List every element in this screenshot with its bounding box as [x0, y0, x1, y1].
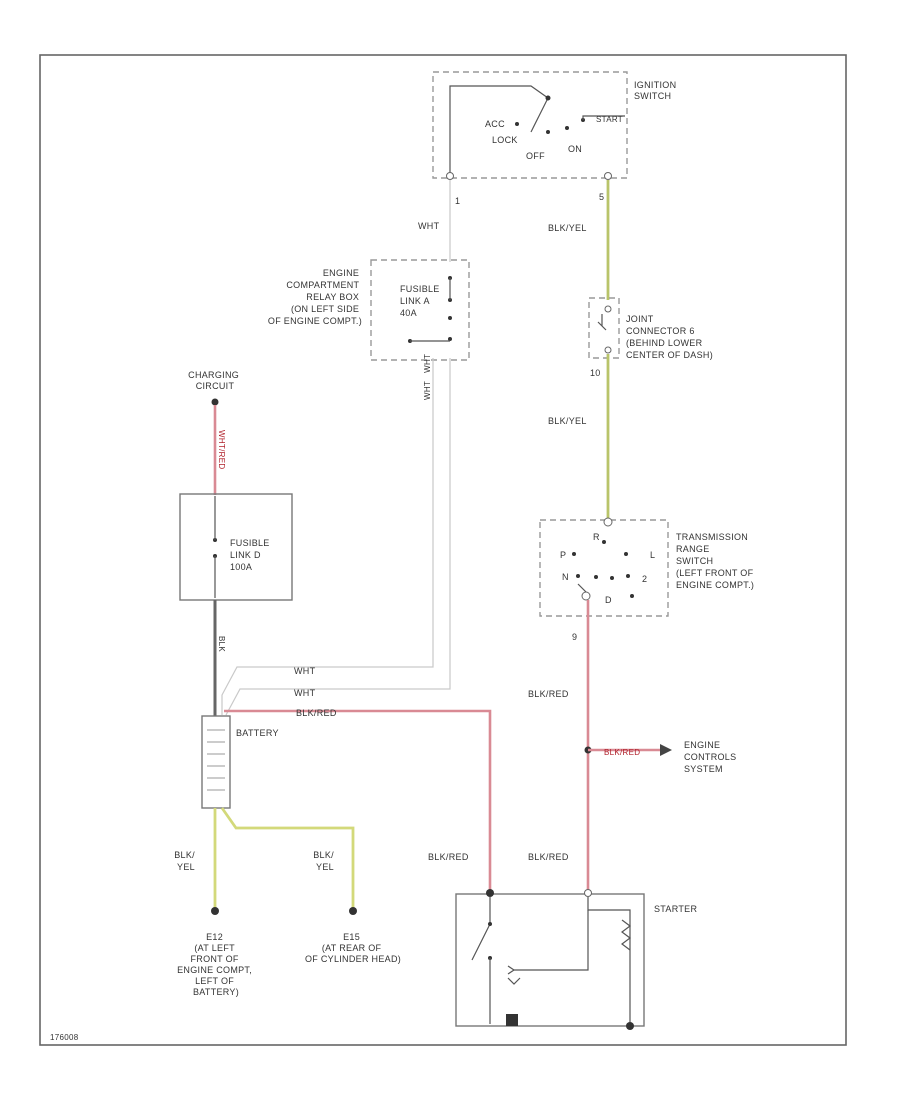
- lock-position-label: LOCK: [492, 135, 518, 145]
- wire-wht-relay-b: [225, 358, 451, 716]
- trs-pos-l: L: [650, 550, 655, 560]
- charging-circuit-terminal: [211, 398, 219, 406]
- starter-ground-block: [506, 1014, 518, 1026]
- trs-pin-9: 9: [572, 632, 577, 642]
- battery-label: BATTERY: [236, 728, 279, 738]
- wire-label-blk-red-ecs: BLK/RED: [604, 748, 640, 757]
- transmission-range-switch: P R N D L 2 TRANSMISSION RANGE SWITCH (L…: [539, 517, 756, 642]
- wire-label-blk-red-left: BLK/RED: [428, 852, 469, 862]
- joint-connector-label: JOINT CONNECTOR 6 (BEHIND LOWER CENTER O…: [626, 314, 713, 360]
- wire-label-blk-red-trs: BLK/RED: [528, 689, 569, 699]
- fusible-link-d: FUSIBLE LINK D 100A: [179, 493, 293, 601]
- wire-label-wht-top: WHT: [418, 221, 440, 231]
- wire-label-blk-yel-left: BLK/ YEL: [174, 850, 198, 872]
- charging-circuit-label: CHARGING CIRCUIT: [188, 370, 242, 391]
- engine-controls-label: ENGINE CONTROLS SYSTEM: [684, 740, 739, 774]
- wire-label-wht-red: WHT/RED: [217, 430, 226, 469]
- wire-label-blk: BLK: [217, 636, 226, 652]
- relay-box-label: ENGINE COMPARTMENT RELAY BOX (ON LEFT SI…: [268, 268, 362, 326]
- acc-position-label: ACC: [485, 119, 505, 129]
- joint-connector-6: JOINT CONNECTOR 6 (BEHIND LOWER CENTER O…: [588, 297, 713, 378]
- fusible-link-d-label: FUSIBLE LINK D 100A: [230, 538, 272, 572]
- transmission-range-label: TRANSMISSION RANGE SWITCH (LEFT FRONT OF…: [676, 532, 756, 590]
- trs-pos-n: N: [562, 572, 569, 582]
- trs-pos-2: 2: [642, 574, 647, 584]
- wire-blk-red-battery: [224, 709, 492, 890]
- engine-compartment-relay-box: ENGINE COMPARTMENT RELAY BOX (ON LEFT SI…: [268, 259, 470, 361]
- wire-label-blk-yel-right: BLK/ YEL: [313, 850, 337, 872]
- fusible-link-a-label: FUSIBLE LINK A 40A: [400, 284, 442, 318]
- diagram-frame: [39, 54, 847, 1046]
- starter-label: STARTER: [654, 904, 697, 914]
- ground-e12-terminal: [211, 907, 219, 915]
- on-position-label: ON: [568, 144, 582, 154]
- trs-pos-d: D: [605, 595, 612, 605]
- arrow-engine-controls: [660, 744, 672, 756]
- ignition-pin-1: 1: [455, 196, 460, 206]
- battery: BATTERY: [201, 715, 279, 809]
- wire-label-wht-vertical: WHTWHT: [423, 354, 432, 400]
- ground-e12-label: E12 (AT LEFT FRONT OF ENGINE COMPT, LEFT…: [177, 932, 255, 997]
- wire-wht-relay-a: [221, 358, 434, 715]
- figure-id: 176008: [50, 1033, 79, 1042]
- trs-pos-p: P: [560, 550, 566, 560]
- wire-label-wht-b: WHT: [294, 688, 316, 698]
- starter: STARTER: [455, 889, 697, 1030]
- wire-label-blk-red-battery: BLK/RED: [296, 708, 337, 718]
- wire-label-blk-yel-top: BLK/YEL: [548, 223, 587, 233]
- ignition-pin-5: 5: [599, 192, 604, 202]
- joint-connector-pin-10: 10: [590, 368, 601, 378]
- off-position-label: OFF: [526, 151, 545, 161]
- trs-pos-r: R: [593, 532, 600, 542]
- ground-e15-terminal: [349, 907, 357, 915]
- wire-label-wht-a: WHT: [294, 666, 316, 676]
- ground-e15-label: E15 (AT REAR OF OF CYLINDER HEAD): [305, 932, 401, 964]
- wire-blk-yel-e15: [220, 807, 355, 908]
- start-position-label: START: [596, 115, 623, 124]
- wire-label-blk-yel-mid: BLK/YEL: [548, 416, 587, 426]
- wire-label-blk-red-right: BLK/RED: [528, 852, 569, 862]
